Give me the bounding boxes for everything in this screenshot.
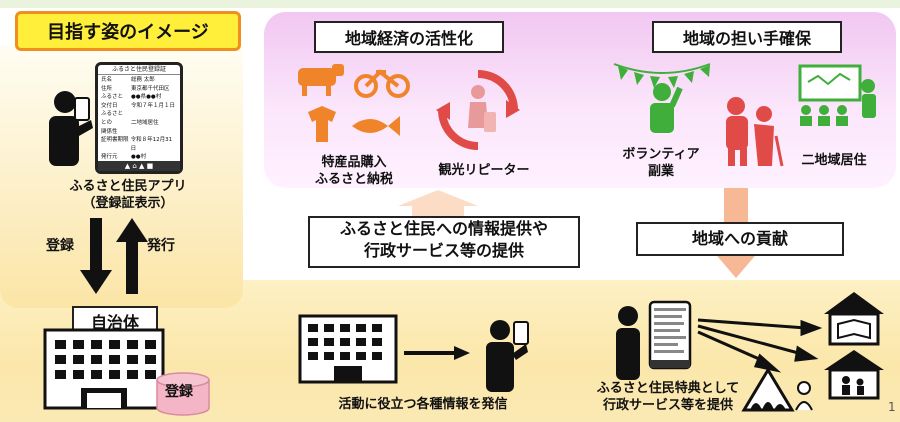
card-row-key: 住所 [101, 85, 113, 92]
register-issue-arrows [80, 218, 148, 294]
card-row-value: 令和７年１月１日 [131, 102, 176, 109]
send-info-label: 活動に役立つ各種情報を発信 [338, 397, 508, 412]
down-arrow-icon [80, 218, 112, 294]
economy-title: 地域経済の活性化 [314, 21, 504, 53]
card-row-value: ●●県●●村 [131, 94, 162, 101]
family-house-icon [824, 350, 884, 400]
library-house-icon [824, 292, 884, 346]
dual-residence-icon [798, 64, 876, 126]
contribution-box: 地域への貢献 [636, 222, 844, 256]
card-header: ふるさと住民登録証 [98, 65, 180, 75]
person-holding-phone-icon [49, 91, 93, 166]
info-line1: ふるさと住民への情報提供や [339, 219, 548, 238]
campsite-icon [741, 367, 813, 412]
info-line2: 行政サービス等の提供 [363, 241, 524, 260]
card-row-value: 二地域居住 [131, 119, 159, 126]
phone-screen: ふるさと住民登録証 氏名総務 太郎住所東京都千代田区ふるさと●●県●●村交付日令… [95, 62, 183, 174]
card-row-value: ●●村 [131, 154, 147, 161]
card-row-key: ふるさと [101, 111, 124, 118]
repeater-label: 観光リピーター [438, 163, 530, 178]
product-line2: ふるさと納税 [314, 172, 393, 187]
card-row-key: 氏名 [101, 77, 113, 83]
product-line1: 特産品購入 [321, 155, 387, 170]
card-row: 住所 東京都千代田区 [101, 85, 177, 94]
card-rows: 氏名総務 太郎住所東京都千代田区ふるさと●●県●●村交付日令和７年１月１日ふるさ… [98, 75, 180, 163]
card-row: 関係性 [101, 128, 177, 137]
top-strip [0, 0, 900, 8]
card-row-value: 総務 太郎 [131, 77, 155, 83]
dual-label: 二地域居住 [801, 153, 867, 168]
resident-app-icon [616, 300, 692, 380]
card-row: 交付日 令和７年１月１日 [101, 102, 177, 111]
fish-icon [352, 116, 400, 136]
municipality-building-icon [43, 328, 165, 410]
card-row: との 二地域居住 [101, 119, 177, 128]
card-row: ふるさと [101, 110, 177, 119]
tourist-repeater-icon [436, 70, 520, 150]
benefit-label: ふるさと住民特典として 行政サービス等を提供 [588, 380, 748, 414]
card-row-key: 発行元 [101, 154, 118, 161]
card-row-value: 東京都千代田区 [131, 85, 170, 92]
phone-nav-icons: ▲ ⌂ ▲ ■ [98, 161, 180, 171]
card-row: 氏名 総務 太郎 [101, 76, 177, 85]
card-row-key: 証明書期限 [101, 137, 129, 144]
local-products-icons [298, 64, 410, 142]
app-label: ふるさと住民アプリ （登録証表示） [33, 178, 223, 212]
info-provision-box: ふるさと住民への情報提供や 行政サービス等の提供 [308, 216, 580, 268]
issue-label: 発行 [147, 238, 175, 254]
kimono-icon [308, 106, 336, 142]
volunteer-icon [613, 63, 711, 133]
database-icon [156, 372, 210, 416]
app-label-line1: ふるさと住民アプリ [69, 179, 187, 194]
card-row-value: 令和８年12月31日 [130, 137, 173, 152]
card-row-key: 交付日 [101, 102, 118, 109]
register-label: 登録 [46, 238, 74, 254]
up-arrow-to-economy [398, 190, 478, 216]
page-title: 目指す姿のイメージ [15, 11, 241, 51]
page-number: 1 [888, 400, 896, 414]
bearers-title: 地域の担い手確保 [652, 21, 842, 53]
caregiver-elderly-icon [726, 97, 784, 167]
card-row: 証明書期限令和８年12月31日 [101, 136, 177, 153]
benefit-line2: 行政サービス等を提供 [602, 398, 733, 413]
benefit-line1: ふるさと住民特典として [596, 381, 740, 396]
volunteer-person-icon [653, 83, 671, 101]
card-row-key: との [101, 119, 112, 126]
service-arrows-icon [697, 318, 823, 373]
book-icon [837, 318, 871, 340]
card-row: 発行元 ●●村 [101, 153, 177, 162]
up-arrow-icon [116, 218, 148, 294]
send-arrow-icon [404, 346, 470, 360]
cow-icon [298, 68, 336, 86]
app-label-line2: （登録証表示） [82, 196, 174, 211]
card-row-key: 関係性 [101, 128, 118, 135]
volunteer-line2: 副業 [647, 164, 674, 179]
card-row-key: ふるさと [101, 94, 124, 101]
resident-with-phone-icon [486, 320, 529, 392]
bunting-icon [618, 65, 710, 88]
database-label: 登録 [165, 384, 193, 400]
product-label: 特産品購入 ふるさと納税 [298, 154, 410, 188]
bicycle-icon [354, 74, 378, 98]
volunteer-line1: ボランティア [622, 147, 700, 162]
volunteer-label: ボランティア 副業 [616, 146, 706, 180]
card-row: ふるさと ●●県●●村 [101, 93, 177, 102]
office-building-icon [298, 314, 398, 384]
